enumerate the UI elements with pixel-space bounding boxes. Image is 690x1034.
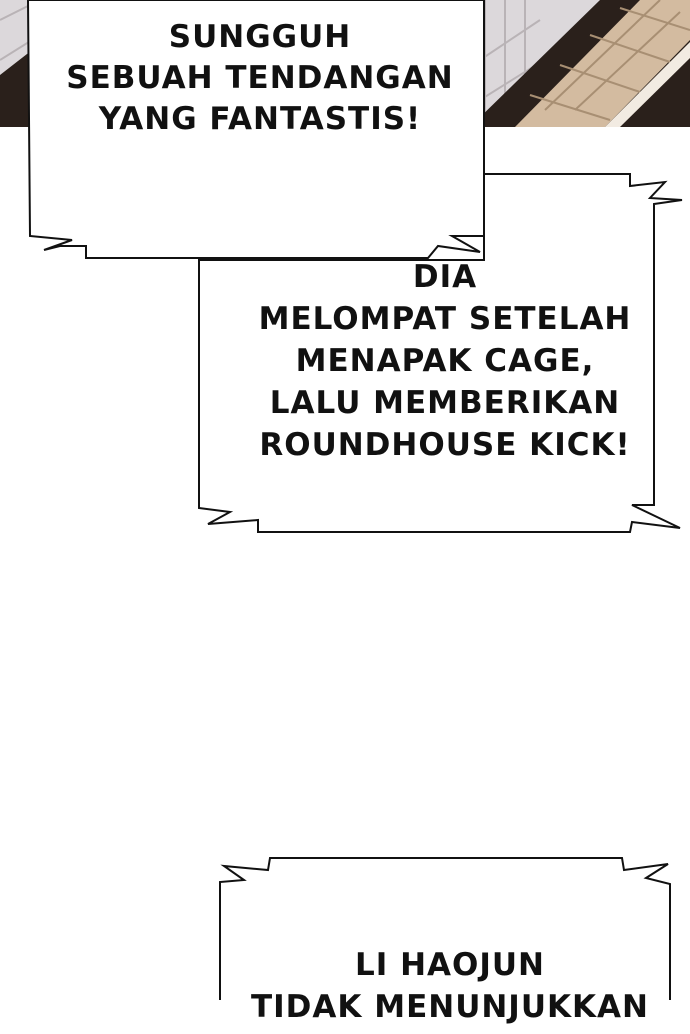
bubble-2-line: MENAPAK CAGE, — [295, 343, 595, 379]
bubble-2-line: MELOMPAT SETELAH — [258, 301, 632, 337]
plank-lines — [529, 0, 690, 121]
speech-bubble-2 — [198, 173, 683, 533]
speech-bubble-3 — [219, 857, 671, 1000]
bubble-2-line: DIA — [412, 259, 478, 295]
speech-bubble-1 — [26, 0, 485, 259]
bubble-3-line: TIDAK MENUNJUKKAN — [251, 989, 649, 1025]
comic-page — [0, 0, 690, 1000]
bubble-2-line: ROUNDHOUSE KICK! — [259, 427, 631, 463]
bubble-1-line: SEBUAH TENDANGAN — [66, 60, 454, 96]
wooden-plank — [515, 0, 690, 127]
bubble-2-text: DIA MELOMPAT SETELAH MENAPAK CAGE, LALU … — [205, 262, 685, 472]
bubble-1-line: SUNGGUH — [168, 19, 352, 55]
plank-highlight — [605, 42, 690, 127]
bubble-3-text: LI HAOJUN TIDAK MENUNJUKKAN — [230, 950, 670, 1034]
bubble-1-line: YANG FANTASTIS! — [98, 101, 422, 137]
bubble-2-line: LALU MEMBERIKAN — [269, 385, 621, 421]
bubble-3-line: LI HAOJUN — [354, 947, 546, 983]
bubble-1-text: SUNGGUH SEBUAH TENDANGAN YANG FANTASTIS! — [40, 22, 480, 145]
